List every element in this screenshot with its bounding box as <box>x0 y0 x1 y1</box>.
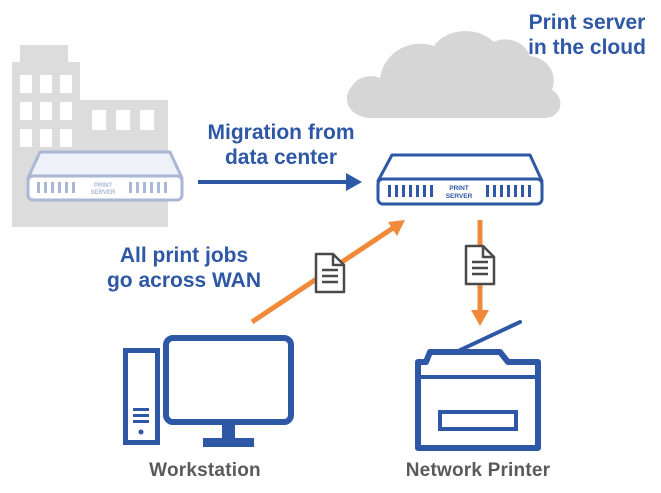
wan-label-line2: go across WAN <box>106 269 262 292</box>
old-print-server-icon: PRINT SERVER <box>26 150 184 202</box>
workstation-icon <box>123 335 294 447</box>
workstation-label: Workstation <box>149 460 261 481</box>
server-badge-line2: SERVER <box>446 193 473 200</box>
migration-arrow <box>198 173 362 191</box>
document-icon <box>464 244 496 286</box>
wan-label-line1: All print jobs <box>119 244 249 267</box>
print-server-icon: PRINT SERVER <box>376 153 544 206</box>
printer-icon <box>415 320 541 451</box>
old-server-badge-line2: SERVER <box>91 190 116 196</box>
migration-label-line2: data center <box>224 146 338 169</box>
wan-label: All print jobs go across WAN <box>84 243 284 293</box>
migration-label-line1: Migration from <box>207 121 355 144</box>
cloud-label-line2: in the cloud <box>528 36 646 59</box>
tower-icon <box>123 348 160 445</box>
server-badge-line1: PRINT <box>449 185 469 192</box>
old-server-badge-line1: PRINT <box>94 183 112 189</box>
cloud-label-line1: Print server <box>528 11 646 34</box>
cloud-label: Print server in the cloud <box>517 10 657 60</box>
printer-label: Network Printer <box>405 460 551 481</box>
migration-label: Migration from data center <box>186 120 376 170</box>
cloud-icon <box>346 31 561 118</box>
document-icon <box>314 252 346 294</box>
